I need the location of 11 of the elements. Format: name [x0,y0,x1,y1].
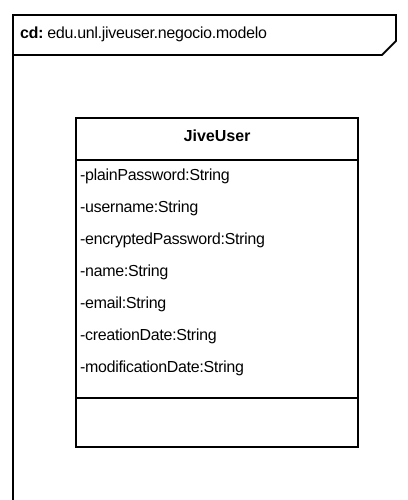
frame-title: cd: edu.unl.jiveuser.negocio.modelo [20,25,267,43]
attribute-text: -plainPassword:String [80,167,230,185]
attribute-text: -creationDate:String [80,327,216,345]
attribute-text: -name:String [80,263,168,281]
attribute-text: -username:String [80,199,198,217]
class-box [75,117,359,448]
class-name: JiveUser [182,128,252,146]
attribute-text: -encryptedPassword:String [80,231,265,249]
diagram-frame [12,14,396,500]
attribute-text: -email:String [80,295,166,313]
attribute-text: -modificationDate:String [80,359,244,377]
